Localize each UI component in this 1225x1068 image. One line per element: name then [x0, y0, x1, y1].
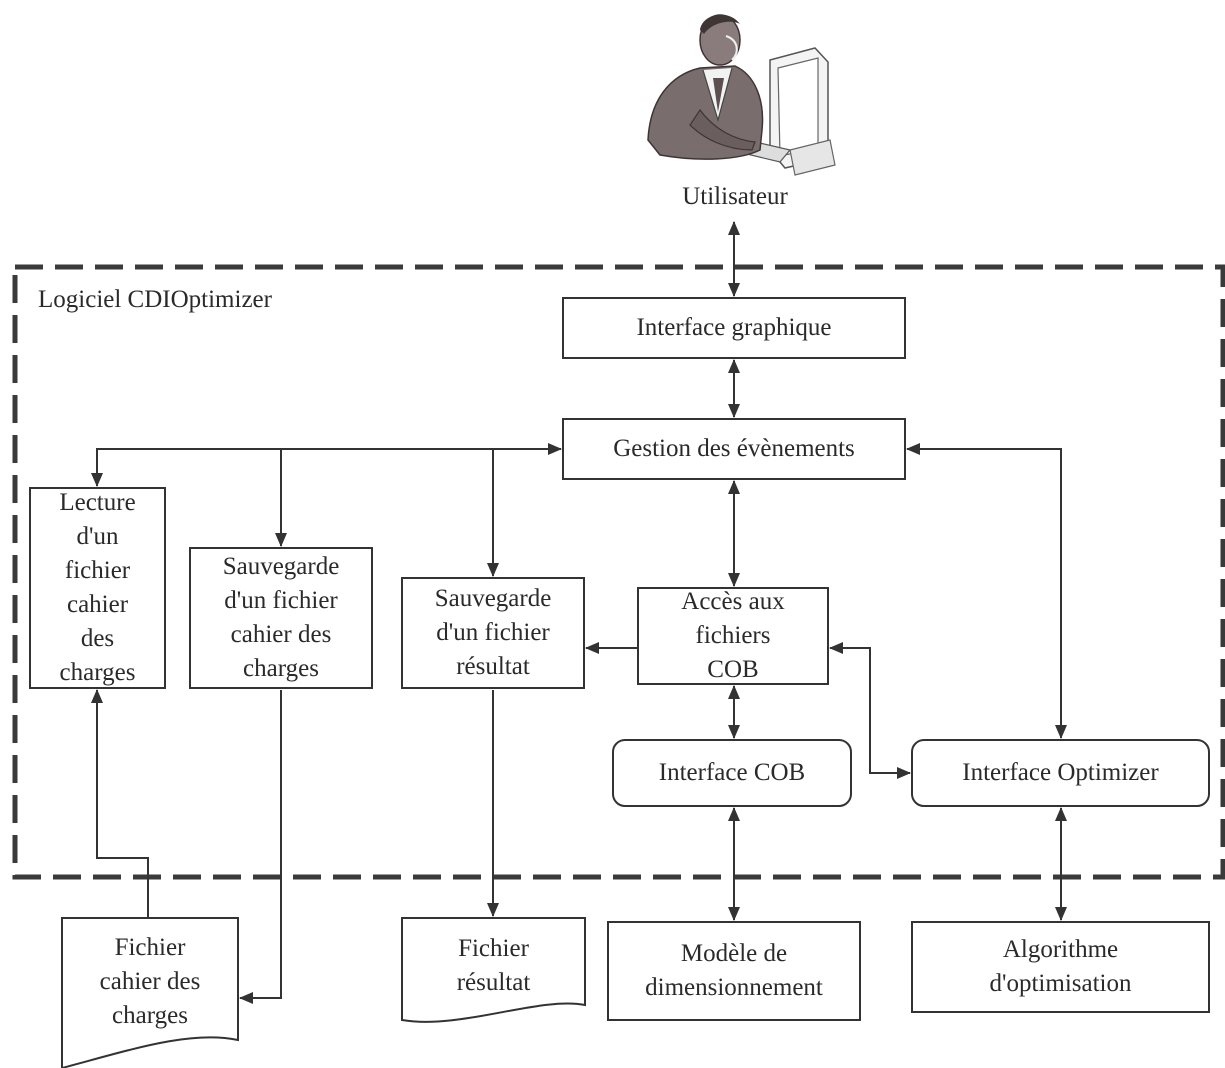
acces-cob-label: Accès aux fichiers COB	[638, 588, 828, 684]
acces-cob-line: COB	[707, 656, 759, 683]
interface-optimizer-label: Interface Optimizer	[962, 759, 1159, 786]
person-at-computer-icon	[647, 14, 836, 176]
lecture-label: Lecture d'un fichier cahier des charges	[30, 488, 165, 688]
sauvegarde-cdc-label: Sauvegarde d'un fichier cahier des charg…	[190, 548, 372, 688]
modele-box	[607, 921, 861, 1021]
acces-cob-line: Accès aux	[681, 588, 785, 615]
sauvegarde-resultat-line: résultat	[456, 653, 530, 680]
fichier-cdc-line: charges	[112, 1002, 188, 1029]
gestion-evenements-label: Gestion des évènements	[613, 435, 855, 462]
interface-graphique-box	[562, 297, 906, 359]
fichier-resultat-line: résultat	[456, 969, 531, 996]
lecture-line: cahier	[66, 591, 129, 618]
user-label: Utilisateur	[682, 183, 788, 210]
fichier-resultat-document	[401, 917, 586, 1023]
lecture-line: fichier	[64, 557, 131, 584]
fichier-cdc-line: cahier des	[99, 968, 201, 995]
lecture-box	[29, 487, 166, 689]
algorithme-line: d'optimisation	[989, 970, 1132, 997]
acces-cob-box	[637, 587, 829, 685]
algorithme-line: Algorithme	[1002, 936, 1119, 963]
software-boundary	[12, 264, 1225, 880]
modele-label: Modèle de dimensionnement	[608, 922, 860, 1020]
gestion-evenements-box	[562, 418, 906, 480]
fichier-cdc-label: Fichier cahier des charges	[62, 930, 238, 1034]
connectors	[91, 221, 1067, 1004]
fichier-resultat-label: Fichier résultat	[402, 930, 585, 1002]
sauvegarde-cdc-line: d'un fichier	[224, 587, 338, 614]
algorithme-box	[911, 921, 1210, 1013]
sauvegarde-cdc-line: charges	[243, 655, 319, 682]
sauvegarde-cdc-box	[189, 547, 373, 689]
lecture-line: charges	[59, 659, 136, 686]
sauvegarde-cdc-line: cahier des	[230, 621, 332, 648]
lecture-line: d'un	[76, 523, 119, 550]
interface-optimizer-box	[911, 739, 1210, 807]
fichier-cdc-document	[61, 917, 239, 1068]
interface-graphique-label: Interface graphique	[636, 314, 832, 341]
algorithme-label: Algorithme d'optimisation	[912, 922, 1209, 1012]
sauvegarde-resultat-line: Sauvegarde	[434, 585, 552, 612]
lecture-line: des	[80, 625, 115, 652]
modele-line: dimensionnement	[645, 974, 823, 1001]
sauvegarde-resultat-label: Sauvegarde d'un fichier résultat	[402, 578, 584, 688]
lecture-line: Lecture	[59, 489, 136, 516]
sauvegarde-cdc-line: Sauvegarde	[222, 553, 340, 580]
acces-cob-line: fichiers	[695, 622, 771, 649]
software-label: Logiciel CDIOptimizer	[38, 286, 272, 313]
sauvegarde-resultat-line: d'un fichier	[436, 619, 550, 646]
modele-line: Modèle de	[680, 940, 788, 967]
interface-cob-label: Interface COB	[658, 759, 806, 786]
sauvegarde-resultat-box	[401, 577, 585, 689]
fichier-resultat-line: Fichier	[458, 935, 529, 962]
fichier-cdc-line: Fichier	[114, 934, 186, 961]
